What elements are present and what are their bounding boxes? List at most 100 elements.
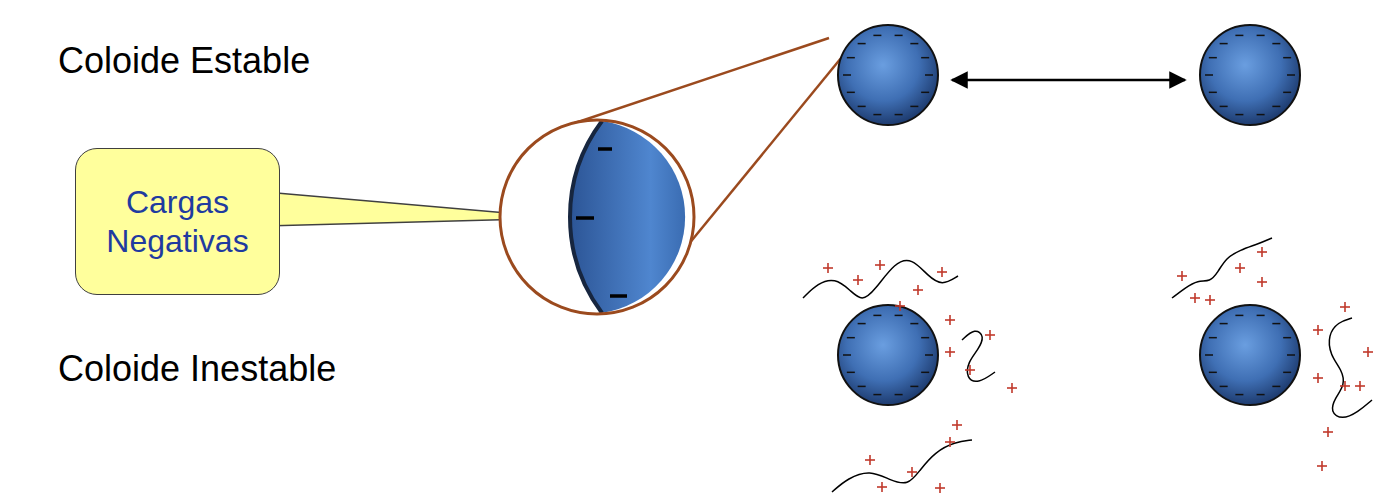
negative-charge xyxy=(910,386,918,388)
callout-box: Cargas Negativas xyxy=(75,148,280,295)
negative-charge xyxy=(858,323,866,325)
negative-charge xyxy=(873,315,881,317)
negative-charge xyxy=(873,394,881,396)
section-label: Coloide Estable xyxy=(58,40,310,81)
negative-charge xyxy=(1283,57,1291,59)
negative-charge xyxy=(1205,74,1213,76)
zoom-lens xyxy=(500,120,694,314)
positive-charge xyxy=(1323,427,1333,437)
negative-charge xyxy=(847,92,855,94)
positive-charge xyxy=(945,347,955,357)
polymer-chain xyxy=(803,261,958,298)
positive-charge xyxy=(985,330,995,340)
polymer-chain xyxy=(1329,318,1372,417)
negative-charge xyxy=(1272,386,1280,388)
negative-charge xyxy=(1257,114,1265,116)
negative-charge xyxy=(1257,35,1265,37)
negative-charge xyxy=(921,372,929,374)
polymer-chain xyxy=(832,440,972,492)
positive-charge xyxy=(937,267,947,277)
negative-charge xyxy=(1272,323,1280,325)
polymer-chain xyxy=(1172,238,1272,298)
negative-charge xyxy=(1209,372,1217,374)
positive-charge xyxy=(1007,383,1017,393)
positive-charge xyxy=(895,301,905,311)
positive-charge xyxy=(913,285,923,295)
positive-charge xyxy=(823,263,833,273)
negative-charge xyxy=(1235,114,1243,116)
repulsion-arrow xyxy=(952,79,1185,82)
positive-charge xyxy=(965,365,975,375)
positive-charge xyxy=(1317,461,1327,471)
positive-charge xyxy=(952,420,962,430)
negative-charge xyxy=(1235,35,1243,37)
negative-charge xyxy=(847,57,855,59)
zoom-line xyxy=(688,52,846,245)
positive-charge xyxy=(945,437,955,447)
positive-charge xyxy=(1257,247,1267,257)
negative-charge xyxy=(895,394,903,396)
negative-charge xyxy=(1220,386,1228,388)
positive-charge xyxy=(1177,271,1187,281)
negative-charge xyxy=(1272,43,1280,45)
negative-charge xyxy=(1220,106,1228,108)
negative-charge xyxy=(1283,372,1291,374)
negative-charge xyxy=(1287,354,1295,356)
positive-charge xyxy=(853,275,863,285)
positive-charge xyxy=(1235,263,1245,273)
positive-charge xyxy=(1313,373,1323,383)
positive-charge xyxy=(945,315,955,325)
negative-charge xyxy=(598,147,612,151)
negative-charge xyxy=(910,106,918,108)
positive-charge xyxy=(1340,381,1350,391)
positive-charge xyxy=(875,260,885,270)
negative-charge xyxy=(873,114,881,116)
colloid-particle xyxy=(838,305,938,405)
negative-charge xyxy=(843,74,851,76)
negative-charge xyxy=(1205,354,1213,356)
positive-charge xyxy=(1190,293,1200,303)
negative-charge xyxy=(1209,57,1217,59)
negative-charge xyxy=(895,114,903,116)
zoom-line xyxy=(560,38,829,128)
negative-charge xyxy=(1257,315,1265,317)
negative-charge xyxy=(1283,337,1291,339)
negative-charge xyxy=(1257,394,1265,396)
negative-charge xyxy=(858,43,866,45)
section-label: Coloide Inestable xyxy=(58,348,336,389)
negative-charge xyxy=(1235,315,1243,317)
positive-charge xyxy=(865,455,875,465)
negative-charge xyxy=(1272,106,1280,108)
negative-charge xyxy=(910,323,918,325)
positive-charge xyxy=(935,483,945,493)
colloid-particle xyxy=(1200,25,1300,125)
positive-charge xyxy=(1355,381,1365,391)
colloid-particle xyxy=(838,25,938,125)
negative-charge xyxy=(847,337,855,339)
positive-charge xyxy=(1205,295,1215,305)
negative-charge xyxy=(895,315,903,317)
positive-charge xyxy=(1257,277,1267,287)
positive-charge xyxy=(1313,325,1323,335)
negative-charge xyxy=(895,35,903,37)
negative-charge xyxy=(1235,394,1243,396)
negative-charge xyxy=(921,337,929,339)
negative-charge xyxy=(921,92,929,94)
positive-charge xyxy=(877,482,887,492)
negative-charge xyxy=(910,43,918,45)
negative-charge xyxy=(1287,74,1295,76)
negative-charge xyxy=(858,386,866,388)
negative-charge xyxy=(873,35,881,37)
negative-charge xyxy=(858,106,866,108)
negative-charge xyxy=(925,354,933,356)
negative-charge xyxy=(847,372,855,374)
positive-charge xyxy=(1340,302,1350,312)
positive-charge xyxy=(907,467,917,477)
callout-text: Cargas Negativas xyxy=(93,183,263,260)
negative-charge xyxy=(1220,43,1228,45)
particle-edge xyxy=(570,121,602,313)
positive-charge xyxy=(1363,347,1373,357)
negative-charge xyxy=(576,216,594,220)
negative-charge xyxy=(1209,92,1217,94)
